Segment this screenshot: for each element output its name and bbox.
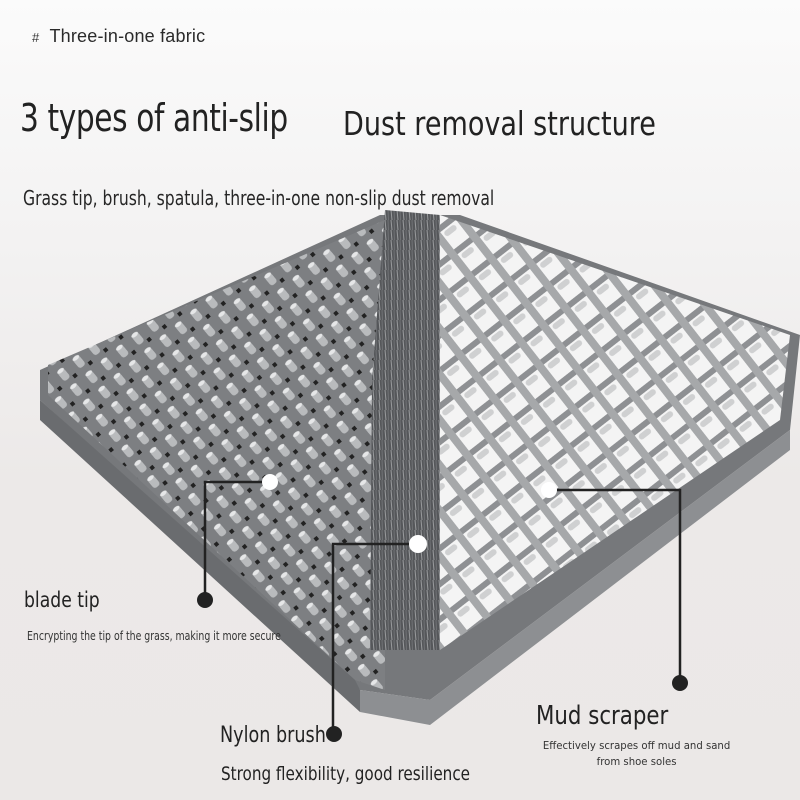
callout-title-mud-scraper: Mud scraper <box>536 701 669 731</box>
mud-scraper-marker <box>541 482 557 498</box>
mud-scraper-leader-line <box>549 488 682 683</box>
callout-desc-blade-tip: Encrypting the tip of the grass, making … <box>27 629 281 643</box>
blade-tip-marker <box>262 474 278 490</box>
nylon-brush-marker <box>409 535 427 553</box>
subtitle: Grass tip, brush, spatula, three-in-one … <box>23 186 495 210</box>
nylon-brush-leader-line <box>331 542 418 735</box>
tag-label: Three-in-one fabric <box>49 26 206 46</box>
hash-icon: # <box>32 30 40 45</box>
headline-part2: Dust removal structure <box>343 104 656 143</box>
blade-tip-leader-line <box>203 480 270 600</box>
callout-title-nylon-brush: Nylon brush <box>220 723 326 748</box>
section-tag: # Three-in-one fabric <box>32 26 205 47</box>
callout-desc-mud-scraper: Effectively scrapes off mud and sand fro… <box>542 739 731 768</box>
callout-title-blade-tip: blade tip <box>24 588 100 612</box>
callout-desc-nylon-brush: Strong flexibility, good resilience <box>221 763 471 785</box>
headline-part1: 3 types of anti-slip <box>20 96 288 140</box>
